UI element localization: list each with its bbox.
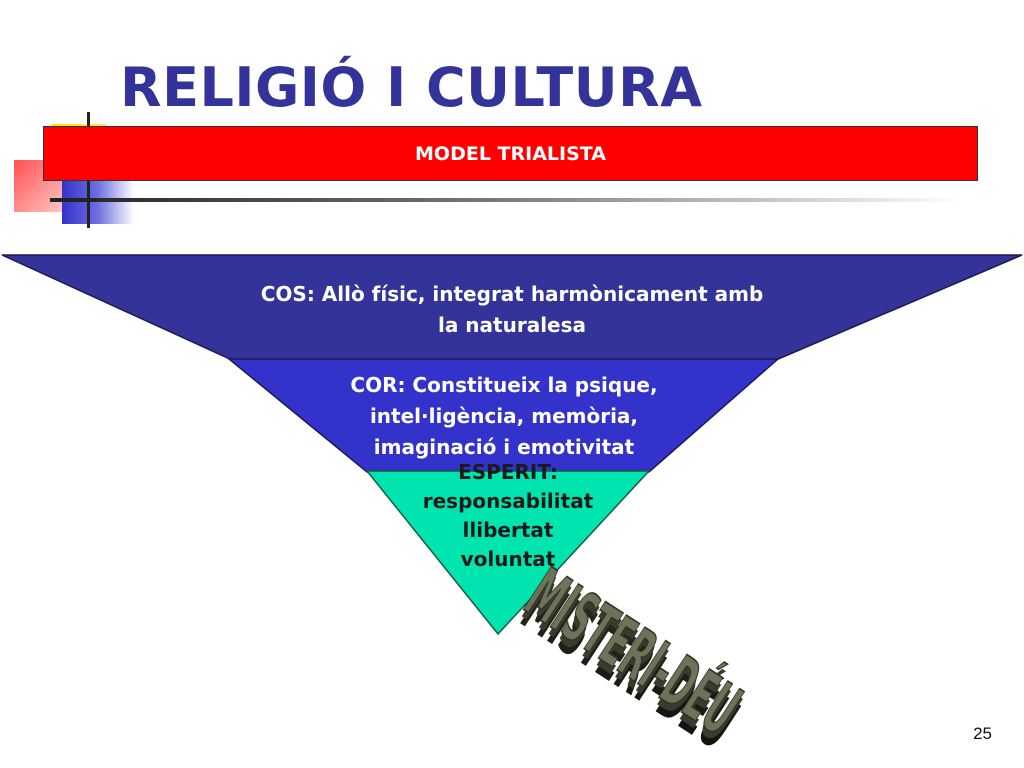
pyramid-text-line: COS: Allò físic, integrat harmònicament …	[260, 282, 764, 306]
decor-blue-square	[62, 180, 134, 224]
pyramid-level-body-text: COS: Allò físic, integrat harmònicament …	[200, 279, 824, 341]
pyramid-text-line: voluntat	[460, 547, 556, 571]
pyramid-text-line: responsabilitat	[422, 489, 594, 513]
apex-label: MISTERI-DÉU MISTERI-DÉU MISTERI-DÉU	[509, 551, 757, 764]
slide-title: RELIGIÓ I CULTURA	[120, 56, 703, 119]
pyramid-level-spirit-text: ESPERIT: responsabilitat llibertat voluntat	[389, 458, 627, 574]
pyramid-text-line: ESPERIT:	[458, 460, 558, 484]
subtitle-text: MODEL TRIALISTA	[415, 142, 606, 165]
decor-horizontal-line	[50, 198, 100, 202]
pyramid-level-spirit	[365, 470, 651, 636]
pyramid-text-line: intel·ligència, memòria,	[369, 404, 639, 428]
pyramid-level-heart-text: COR: Constitueix la psique, intel·ligènci…	[289, 370, 719, 463]
title-underline	[96, 198, 966, 202]
pyramid-text-line: COR: Constitueix la psique,	[350, 373, 658, 397]
pyramid-text-line: la naturalesa	[437, 313, 587, 337]
pyramid-text-line: imaginació i emotivitat	[373, 435, 635, 459]
pyramid-text-line: llibertat	[462, 518, 554, 542]
page-number: 25	[973, 724, 992, 743]
subtitle-bar: MODEL TRIALISTA	[43, 126, 978, 181]
